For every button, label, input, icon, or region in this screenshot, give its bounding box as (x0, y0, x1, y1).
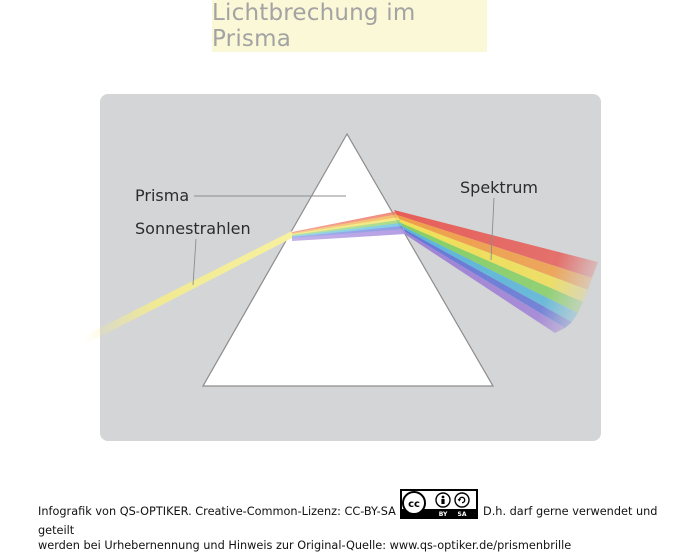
spectrum-fan (394, 210, 598, 333)
sunrays-leader-line (192, 238, 197, 286)
sunray-beam (84, 231, 292, 344)
spectrum-yellow (399, 219, 588, 302)
footer-line1-suffix: D.h. darf gerne verwendet und geteilt (38, 505, 658, 537)
spectrum-green (401, 223, 583, 313)
label-spectrum: Spektrum (460, 178, 538, 197)
footer-credit: Infografik von QS-OPTIKER. Creative-Comm… (38, 489, 688, 553)
spectrum-red (394, 210, 598, 278)
label-sunrays: Sonnestrahlen (135, 219, 251, 238)
footer-line2: werden bei Urhebernennung und Hinweis zu… (38, 539, 572, 552)
cc-sa-icon (454, 492, 471, 508)
spectrum-blue (402, 226, 578, 322)
spectrum-violet (405, 232, 565, 333)
svg-text:cc: cc (408, 499, 420, 510)
svg-text:BY: BY (439, 511, 448, 518)
svg-text:SA: SA (458, 511, 467, 518)
footer-line1-prefix: Infografik von QS-OPTIKER. Creative-Comm… (38, 505, 396, 518)
spectrum-indigo (404, 229, 572, 328)
spectrum-orange (397, 215, 592, 290)
spectrum-leader-line (490, 197, 495, 261)
label-prisma: Prisma (135, 186, 189, 205)
cc-by-sa-badge: cc BY SA (400, 489, 479, 523)
diagram-title: Lichtbrechung im Prisma (212, 0, 416, 52)
cc-logo-icon (402, 491, 427, 515)
title-box: Lichtbrechung im Prisma (212, 0, 487, 52)
internal-rays (292, 211, 406, 241)
prism-triangle (201, 132, 495, 387)
